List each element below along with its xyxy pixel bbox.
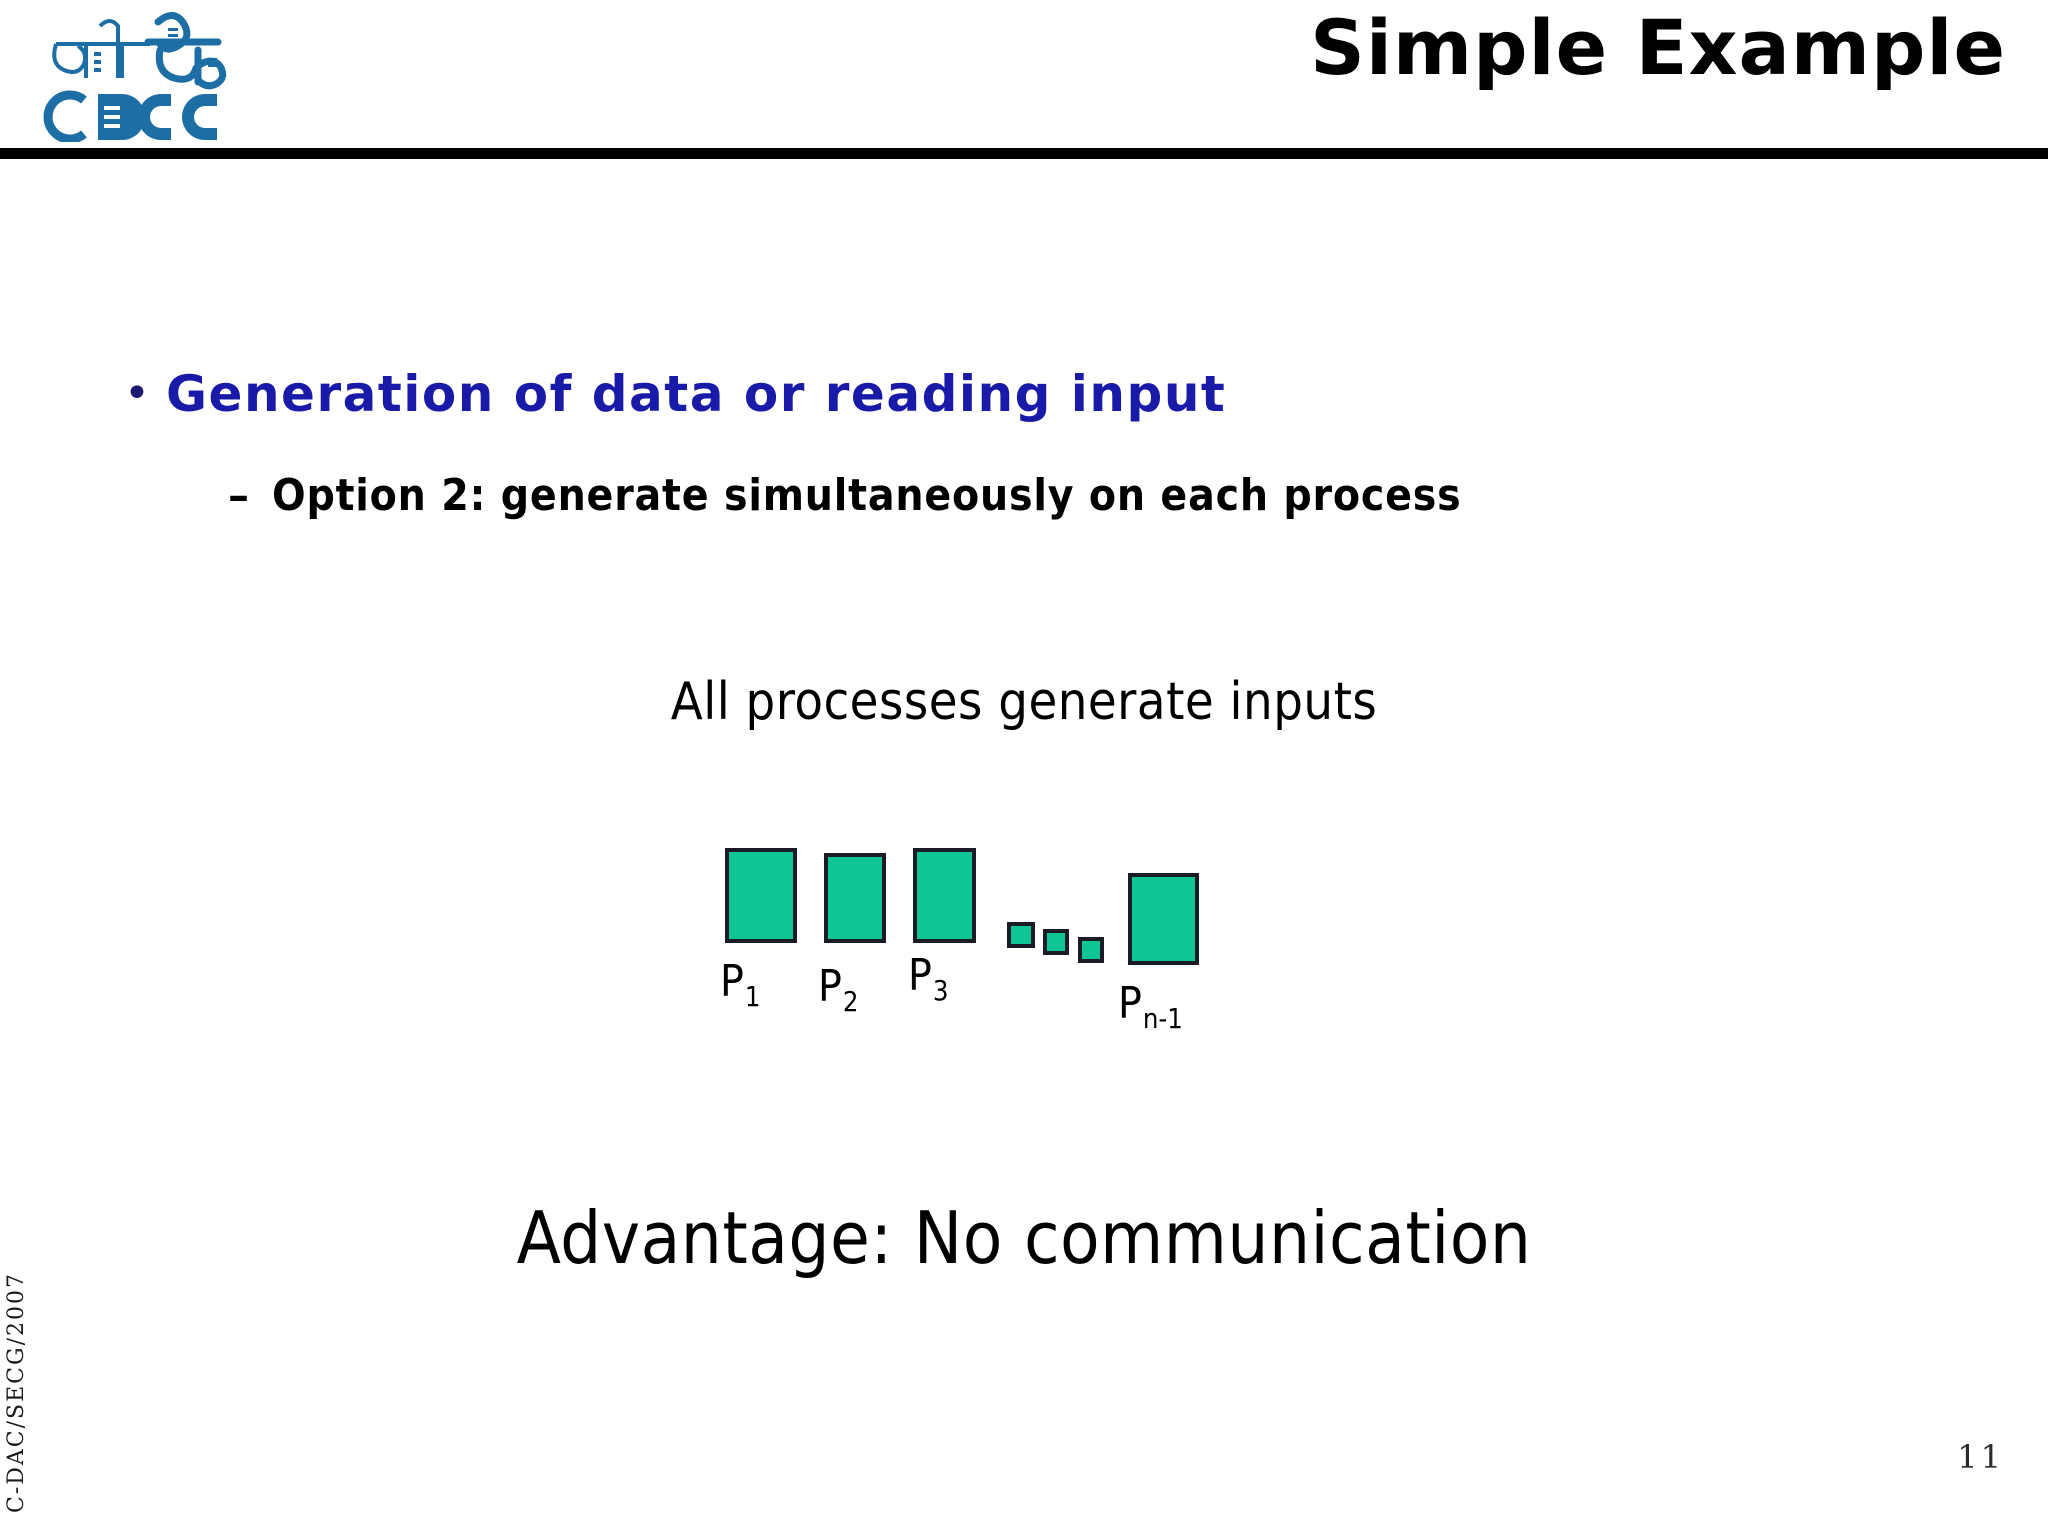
- process-label-subscript: n-1: [1142, 1003, 1183, 1035]
- process-label-base: P: [818, 961, 842, 1012]
- process-label: P3: [908, 950, 949, 1007]
- advantage-text: Advantage: No communication: [516, 1196, 1532, 1280]
- process-box: [824, 853, 886, 943]
- diagram-caption: All processes generate inputs: [670, 672, 1378, 732]
- process-box: [1128, 873, 1199, 965]
- main-bullet-text: Generation of data or reading input: [166, 365, 1227, 423]
- process-label-base: P: [1118, 978, 1142, 1029]
- footer-credit: C-DAC/SECG/2007: [4, 1272, 29, 1513]
- header-divider: [0, 148, 2048, 159]
- process-label: P1: [720, 956, 761, 1013]
- process-label-base: P: [908, 950, 932, 1001]
- process-label-subscript: 1: [744, 981, 761, 1013]
- process-box: [913, 848, 976, 943]
- ellipsis-square-icon: [1043, 929, 1069, 955]
- process-label-subscript: 2: [842, 986, 859, 1018]
- cdac-logo: [42, 4, 242, 142]
- sub-bullet-row: – Option 2: generate simultaneously on e…: [228, 470, 1968, 522]
- sub-bullet-text: Option 2: generate simultaneously on eac…: [272, 470, 1462, 521]
- ellipsis-square-icon: [1007, 922, 1035, 948]
- process-label: P2: [818, 961, 859, 1018]
- ellipsis-square-icon: [1078, 937, 1104, 963]
- main-bullet-row: • Generation of data or reading input: [118, 366, 1818, 422]
- process-label: Pn-1: [1118, 978, 1183, 1035]
- page-title: Simple Example: [1310, 3, 2006, 92]
- bullet-dash-icon: –: [228, 471, 249, 520]
- bullet-dot-icon: •: [124, 368, 150, 419]
- page-number: 11: [1957, 1438, 2004, 1476]
- process-label-subscript: 3: [932, 975, 949, 1007]
- process-box: [725, 848, 797, 943]
- process-label-base: P: [720, 956, 744, 1007]
